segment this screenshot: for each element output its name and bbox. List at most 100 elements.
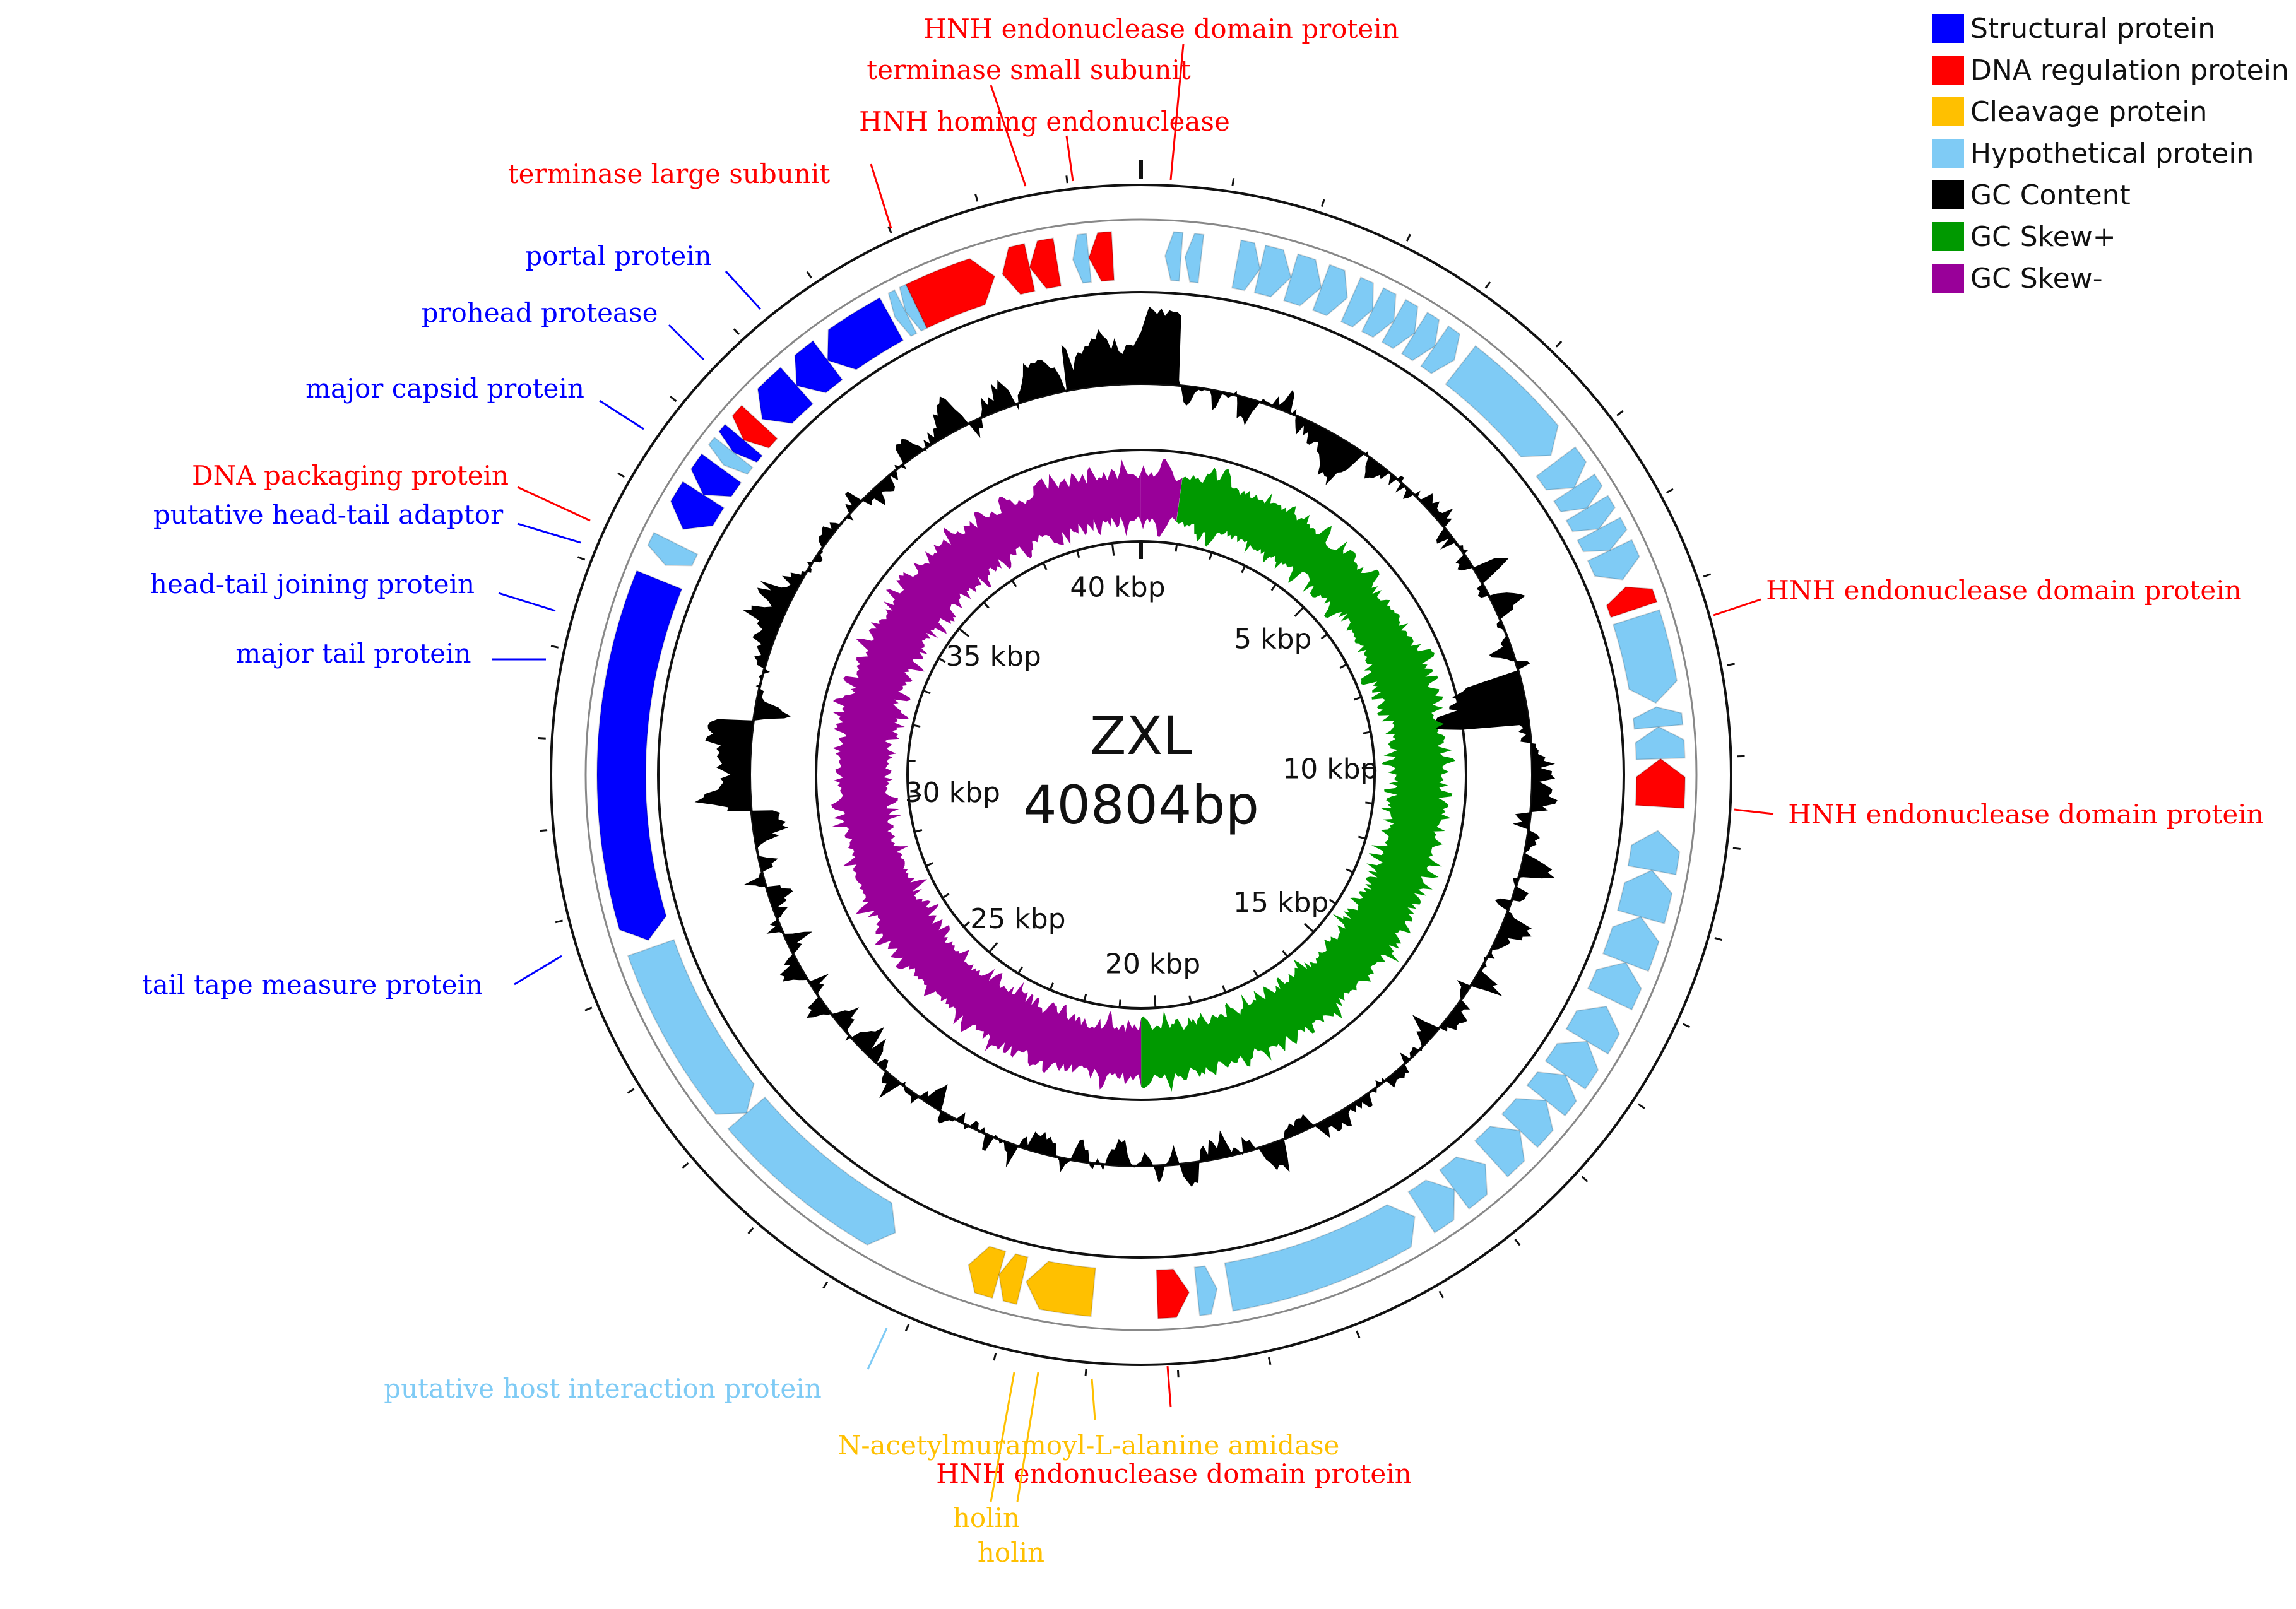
scale-tick-label: 35 kbp [946,640,1041,673]
annotation-label: HNH endonuclease domain protein [1766,575,2241,606]
gene-arrow-dna_regulation [1029,237,1062,290]
legend-label: Cleavage protein [1970,96,2207,128]
scale-tick-label: 40 kbp [1070,571,1165,603]
scale-tick [1339,663,1347,669]
legend-swatch [1932,14,1964,43]
outer-tick [1356,1330,1361,1338]
gene-arrow-hypothetical [1616,869,1673,924]
gene-arrow-hypothetical [1577,516,1628,553]
scale-tick [983,601,990,609]
gene-arrow-hypothetical [647,531,699,567]
scale-tick [1346,868,1354,873]
gene-arrow-hypothetical [1193,1265,1218,1317]
outer-tick [1581,1176,1589,1182]
scale-tick [1111,543,1115,556]
gene-arrow-hypothetical [1632,706,1684,730]
annotation-label: head-tail joining protein [150,569,475,599]
scale-tick-label: 10 kbp [1282,753,1378,786]
gene-arrow-cleavage [1025,1261,1096,1317]
legend-swatch [1932,180,1964,209]
outer-tick [887,226,892,234]
annotation-label: putative host interaction protein [384,1373,822,1404]
annotation-label: putative head-tail adaptor [153,499,504,530]
outer-tick [1438,1290,1445,1299]
outer-tick [550,645,559,649]
gene-arrow-hypothetical [1553,473,1603,513]
gene-arrow-hypothetical [887,289,918,338]
scale-tick [958,628,970,637]
gene-arrow-dna_regulation [1635,758,1686,809]
outer-tick [733,328,740,335]
gene-arrow-dna_regulation [731,404,779,449]
gene-ring-outer [584,218,1698,1331]
gene-arrow-dna_regulation [1606,586,1658,618]
scale-tick [1282,950,1289,958]
gene-arrow-hypothetical [727,1096,896,1246]
gc-skew-minus-plot [831,459,1142,1090]
scale-tick-label: 20 kbp [1105,948,1200,980]
outer-ring [550,184,1732,1366]
outer-tick [1638,1103,1645,1109]
outer-tick [1682,1023,1691,1028]
outer-tick [747,1227,754,1234]
outer-tick [617,472,625,478]
annotation-label: HNH endonuclease domain protein [936,1458,1411,1489]
gene-arrow-dna_regulation [904,257,996,329]
outer-tick [584,1006,593,1011]
scale-tick [1188,995,1192,1003]
outer-tick [822,1281,829,1289]
annotation-leader-line [1016,1372,1039,1502]
scale-tick [914,829,923,833]
scale-tick [923,690,931,695]
gene-arrow-structural [757,367,814,424]
gene-track [596,231,1686,1319]
gc-skew-minus-plot [1140,459,1183,537]
scale-tick [938,657,946,663]
scale-tick-label: 30 kbp [905,777,1000,809]
scale-tick-label: 15 kbp [1233,887,1328,919]
scale-tick [1011,579,1017,587]
gene-arrow-hypothetical [1565,1005,1621,1055]
gc-skew-track [831,459,1455,1092]
gene-arrow-hypothetical [1501,1097,1554,1148]
annotation-leader-line [725,270,762,310]
annotation-layer: HNH endonuclease domain proteinterminase… [142,13,2264,1568]
outer-tick [993,1353,997,1361]
annotation-label: tail tape measure protein [142,969,483,1000]
outer-tick [806,271,812,279]
annotation-leader-line [517,522,581,544]
scale-tick [908,759,916,762]
gc-skew-plus-plot [1141,468,1455,1092]
scale-tick [1363,731,1371,734]
gene-arrow-cleavage [968,1246,1007,1299]
outer-tick [1732,847,1741,850]
gc-skew-ring [815,449,1467,1101]
gene-arrow-hypothetical [1361,287,1397,338]
genome-length: 40804bp [1023,774,1259,836]
annotation-leader-line [1169,44,1185,180]
gene-arrow-cleavage [998,1253,1029,1305]
gene-arrow-hypothetical [1565,495,1616,533]
annotation-leader-line [514,955,562,986]
annotation-label: HNH endonuclease domain protein [923,13,1399,44]
gene-arrow-hypothetical [1224,1204,1416,1312]
scale-tick [1222,985,1227,993]
annotation-leader-line [1166,1365,1172,1408]
outer-tick [1703,573,1712,578]
legend-swatch [1932,264,1964,293]
legend-swatch [1932,97,1964,126]
annotation-label: holin [978,1537,1044,1568]
gene-arrow-hypothetical [1526,1071,1577,1117]
scale-tick [1042,562,1048,570]
gene-arrow-hypothetical [1340,276,1375,328]
gene-arrow-structural [596,570,683,941]
annotation-label: portal protein [525,240,711,271]
legend-label: Structural protein [1970,13,2215,45]
scale-tick [925,862,933,867]
gene-arrow-hypothetical [1612,609,1678,704]
outer-tick [682,1162,689,1169]
annotation-leader-line [668,324,705,361]
gene-arrow-hypothetical [1164,231,1184,282]
gene-arrow-dna_regulation [1088,231,1115,282]
